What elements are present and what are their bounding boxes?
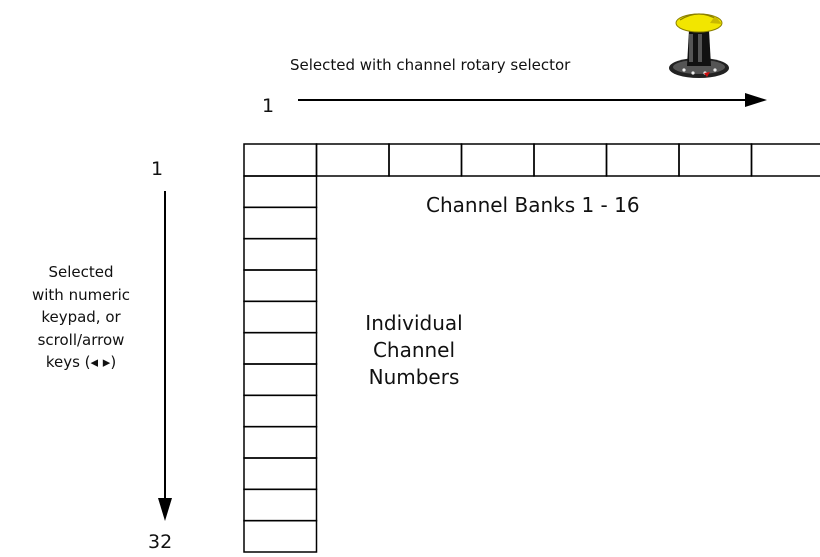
channel-cell: [243, 363, 318, 397]
bank-cell: [750, 143, 820, 177]
label-line: Numbers: [368, 365, 460, 389]
channel-cell: [243, 457, 318, 491]
channel-banks-label: Channel Banks 1 - 16: [426, 193, 640, 217]
caption-line: scroll/arrow: [37, 330, 125, 349]
bank-cell: [315, 143, 390, 177]
bank-cell: [605, 143, 680, 177]
label-line: Channel: [372, 338, 456, 362]
bank-cell: [460, 143, 535, 177]
rotary-selector-caption: Selected with channel rotary selector: [290, 56, 571, 74]
caption-line: keys (◂ ▸): [45, 353, 117, 371]
bank-cell: [678, 143, 753, 177]
label-line: Individual: [365, 311, 463, 335]
bank-cell: [388, 143, 463, 177]
channel-start-number: 1: [151, 158, 164, 180]
caption-line: Selected: [48, 263, 114, 281]
bank-cell: [243, 143, 318, 177]
channel-cell: [243, 394, 318, 428]
channel-cell: [243, 237, 318, 271]
channel-cell: [243, 519, 318, 553]
channel-cell: [243, 206, 318, 240]
vertical-arrow: [158, 191, 172, 521]
individual-channels-label: Individual Channel Numbers: [346, 310, 482, 391]
caption-line: keypad, or: [41, 308, 121, 326]
horizontal-arrow: [298, 93, 767, 107]
channel-cell: [243, 488, 318, 522]
channel-cell: [243, 300, 318, 334]
channel-number-column: [243, 175, 318, 553]
keypad-selector-caption: Selected with numeric keypad, or scroll/…: [6, 261, 156, 374]
caption-line: with numeric: [31, 285, 131, 304]
channel-cell: [243, 175, 318, 209]
bank-cell: [533, 143, 608, 177]
channel-cell: [243, 331, 318, 365]
channel-cell: [243, 425, 318, 459]
channel-cell: [243, 269, 318, 303]
rotary-knob-icon: [669, 13, 729, 78]
channel-bank-row: [243, 143, 820, 177]
channel-end-number: 32: [148, 531, 173, 553]
bank-start-number: 1: [262, 95, 275, 117]
